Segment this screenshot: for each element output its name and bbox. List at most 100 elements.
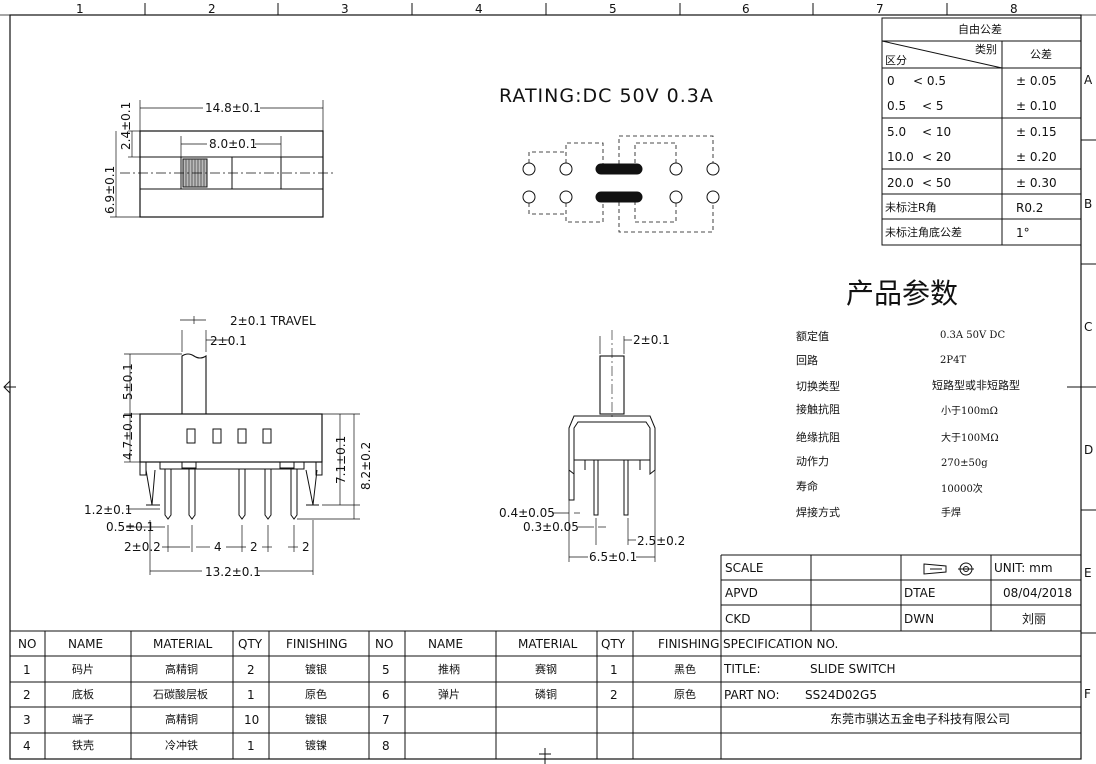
row-label-f: F <box>1084 687 1091 701</box>
param-label-6: 动作力 <box>796 455 829 468</box>
top-view <box>110 100 335 218</box>
bom-cell: 2 <box>610 688 618 702</box>
param-value-2: 2P4T <box>940 355 966 366</box>
bom-cell: 6 <box>382 688 390 702</box>
dim-d2b: 2 <box>250 540 258 554</box>
row-label-e: E <box>1084 566 1092 580</box>
tol-row1-from: 0 <box>887 74 895 88</box>
row-label-b: B <box>1084 197 1092 211</box>
tol-row1-to: < 0.5 <box>913 74 946 88</box>
params-list: 额定值 0.3A 50V DC 回路 2P4T 切换类型 短路型或非短路型 接触… <box>796 329 1020 519</box>
bom-header-name-2: NAME <box>428 637 463 651</box>
dim-d2a: 2±0.2 <box>124 540 161 554</box>
dim-top-h2: 6.9±0.1 <box>103 166 117 214</box>
dim-knob-height: 5±0.1 <box>121 363 135 400</box>
dim-travel: 2±0.1 TRAVEL <box>230 314 316 328</box>
tb-unit: UNIT: mm <box>994 561 1053 575</box>
col-label-7: 7 <box>876 2 884 16</box>
side-view <box>552 330 656 562</box>
bom-cell: 3 <box>23 713 31 727</box>
params-title: 产品参数 <box>846 277 958 310</box>
dim-top-width: 14.8±0.1 <box>205 101 261 115</box>
bom-header-finishing-1: FINISHING <box>286 637 347 651</box>
param-label-5: 绝缘抗阻 <box>796 430 840 444</box>
tol-row1-tol: ± 0.05 <box>1016 74 1057 88</box>
dim-d05: 0.5±0.1 <box>106 520 154 534</box>
bom-table <box>10 630 721 759</box>
param-value-8: 手焊 <box>941 506 961 519</box>
bom-cell: 高精铜 <box>165 712 198 726</box>
bom-cell: 磷铜 <box>535 687 557 701</box>
bom-cell: 冷冲铁 <box>165 738 198 752</box>
param-value-6: 270±50g <box>941 458 988 469</box>
bom-cell: 高精铜 <box>165 662 198 676</box>
bom-cell: 8 <box>382 739 390 753</box>
tol-header-category: 类别 <box>975 42 997 56</box>
col-label-3: 3 <box>341 2 349 16</box>
dim-body-height: 4.7±0.1 <box>121 412 135 460</box>
bom-cell: 1 <box>610 663 618 677</box>
col-label-6: 6 <box>742 2 750 16</box>
projection-symbol <box>923 562 974 576</box>
row-label-a: A <box>1084 73 1093 87</box>
bom-cell: 原色 <box>305 687 327 701</box>
tol-row5-to: < 50 <box>922 176 951 190</box>
centering-mark-bottom <box>539 748 551 764</box>
dim-d03: 0.3±0.05 <box>523 520 579 534</box>
bom-cell: 4 <box>23 739 31 753</box>
bom-cell: 5 <box>382 663 390 677</box>
bom-cell: 端子 <box>72 713 94 726</box>
bom-cell: 推柄 <box>438 662 460 676</box>
rating-label: RATING:DC 50V 0.3A <box>499 85 714 107</box>
bom-cell: 2 <box>23 688 31 702</box>
dim-d25: 2.5±0.2 <box>637 534 685 548</box>
tol-row4-tol: ± 0.20 <box>1016 150 1057 164</box>
tol-angle-value: 1° <box>1016 226 1030 240</box>
dim-d12: 1.2±0.1 <box>84 503 132 517</box>
col-label-8: 8 <box>1010 2 1018 16</box>
param-label-7: 寿命 <box>796 479 818 493</box>
param-label-1: 额定值 <box>796 329 829 343</box>
tol-header-tol: 公差 <box>1030 47 1052 61</box>
dim-d2c: 2 <box>302 540 310 554</box>
row-label-c: C <box>1084 320 1092 334</box>
tol-row5-from: 20.0 <box>887 176 914 190</box>
dim-top-h1: 2.4±0.1 <box>119 102 133 150</box>
tb-drawer: 刘丽 <box>1022 612 1046 626</box>
column-markers <box>144 3 948 15</box>
tb-part-value: SS24D02G5 <box>805 688 877 702</box>
param-label-3: 切换类型 <box>796 379 840 393</box>
bom-cell: 1 <box>23 663 31 677</box>
tb-date: 08/04/2018 <box>1003 586 1072 600</box>
dim-d65: 6.5±0.1 <box>589 550 637 564</box>
tol-row2-from: 0.5 <box>887 99 906 113</box>
bom-cell: 1 <box>247 688 255 702</box>
bom-cell: 原色 <box>674 687 696 701</box>
bom-header-material-1: MATERIAL <box>153 637 213 651</box>
tol-row3-from: 5.0 <box>887 125 906 139</box>
bom-cell: 铁壳 <box>72 738 94 752</box>
bom-header-qty-2: QTY <box>601 637 626 651</box>
dim-d4: 4 <box>214 540 222 554</box>
bom-header-no-1: NO <box>18 637 36 651</box>
tolerance-table <box>881 17 1082 246</box>
param-label-8: 焊接方式 <box>796 505 840 519</box>
tb-scale: SCALE <box>725 561 763 575</box>
bom-header-name-1: NAME <box>68 637 103 651</box>
bom-header-material-2: MATERIAL <box>518 637 578 651</box>
tol-header-range: 区分 <box>885 54 907 67</box>
dim-h71: 7.1±0.1 <box>334 436 348 484</box>
tol-row4-from: 10.0 <box>887 150 914 164</box>
dim-knob-width: 2±0.1 <box>210 334 247 348</box>
bom-cell: 镀银 <box>305 662 327 676</box>
bom-cell: 码片 <box>72 663 94 676</box>
bom-header-qty-1: QTY <box>238 637 263 651</box>
tb-company: 东莞市骐达五金电子科技有限公司 <box>830 711 1010 726</box>
bom-cell: 10 <box>244 713 259 727</box>
bom-header-no-2: NO <box>375 637 393 651</box>
bom-cell: 石碳酸层板 <box>153 687 208 701</box>
front-view <box>124 316 360 575</box>
tol-row4-to: < 20 <box>922 150 951 164</box>
param-value-4: 小于100mΩ <box>941 405 998 417</box>
